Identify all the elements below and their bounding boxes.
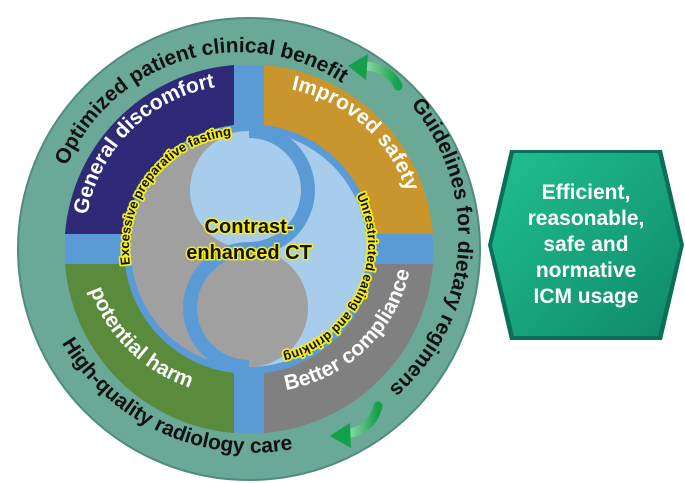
hexagon-line: normative <box>535 259 637 282</box>
quadrant-bottom-right <box>264 264 433 433</box>
quadrant-top-left <box>65 65 234 234</box>
yang-eye <box>202 267 274 339</box>
hexagon-line: Efficient, <box>541 181 631 204</box>
curved-arrow-top-icon <box>348 54 403 91</box>
quadrant-bottom-left <box>65 264 234 433</box>
hexagon-line: reasonable, <box>527 207 645 230</box>
quadrant-top-right <box>264 65 433 234</box>
hexagon <box>492 153 680 336</box>
yinyang-divider <box>183 124 315 374</box>
yin-eye <box>207 147 281 221</box>
hexagon-line: safe and <box>543 233 629 256</box>
curved-arrow-bottom-icon <box>330 401 383 448</box>
center-title-line2: enhanced CT <box>186 242 312 264</box>
hexagon-text: Efficient, reasonable, safe and normativ… <box>500 170 672 320</box>
outer-ring-border <box>17 17 481 481</box>
center-title-line1: Contrast- <box>205 216 294 238</box>
hexagon-line: ICM usage <box>533 285 639 308</box>
